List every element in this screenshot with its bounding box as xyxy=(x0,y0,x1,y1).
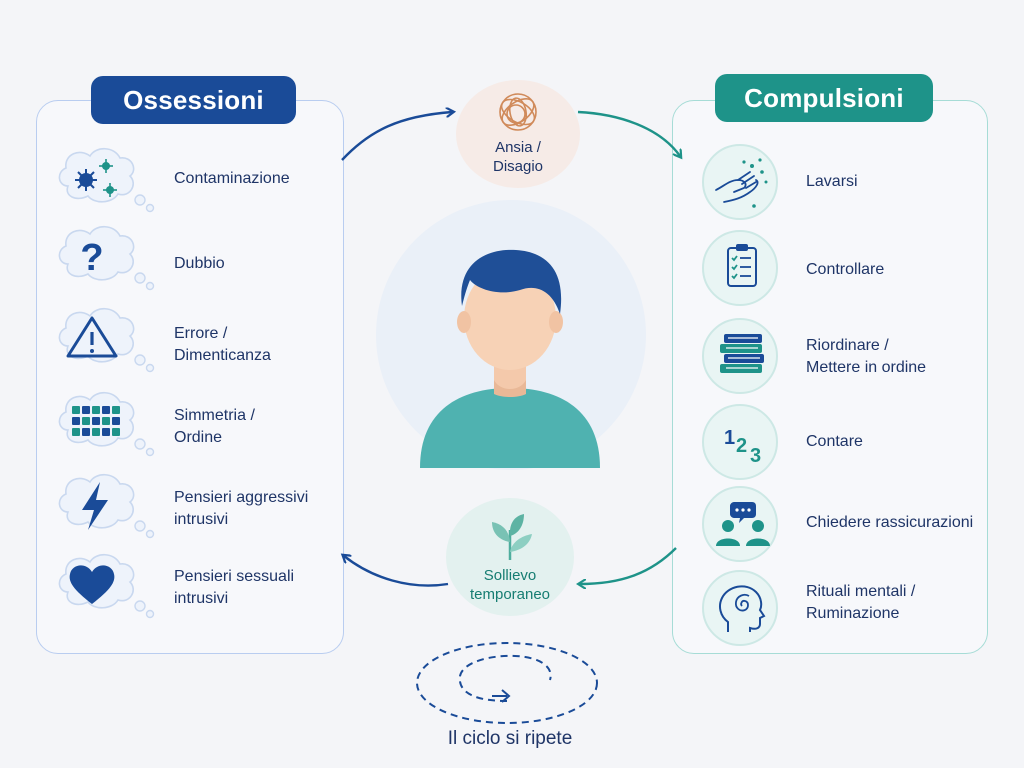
svg-text:?: ? xyxy=(80,237,103,279)
compulsion-label-rituals: Rituali mentali / Ruminazione xyxy=(806,583,916,622)
cycle-label: Il ciclo si ripete xyxy=(447,728,573,749)
lightning-icon xyxy=(58,473,155,539)
heart-icon xyxy=(58,553,155,619)
obsession-label-error: Errore / Dimenticanza xyxy=(174,325,271,364)
stacked-books-icon xyxy=(720,334,764,373)
anxiety-node: Ansia / Disagio xyxy=(456,80,580,188)
compulsion-icon-count: 1 2 3 xyxy=(702,404,778,480)
dashed-spiral-icon xyxy=(416,642,598,724)
obsession-label-contamination: Contaminazione xyxy=(174,170,290,187)
obsession-label-aggressive: Pensieri aggressivi intrusivi xyxy=(174,489,309,528)
obsession-label-symmetry: Simmetria / Ordine xyxy=(174,407,255,446)
compulsion-icon-order xyxy=(702,318,778,394)
compulsions-title: Compulsioni xyxy=(715,74,933,122)
arrow-anxiety-to-compulsions xyxy=(577,110,680,156)
grid-icon xyxy=(58,391,155,457)
obsession-label-doubt: Dubbio xyxy=(174,255,225,272)
compulsion-label-check: Controllare xyxy=(806,261,885,278)
anxiety-label: Ansia / Disagio xyxy=(492,139,544,175)
compulsion-icon-rituals xyxy=(702,570,778,646)
svg-text:1: 1 xyxy=(724,427,735,449)
relief-node: Sollievo temporaneo xyxy=(446,498,574,616)
hand-washing-icon xyxy=(715,158,768,208)
arrow-compulsions-to-relief xyxy=(580,547,677,584)
compulsion-label-count: Contare xyxy=(806,433,863,450)
question-mark-icon: ? xyxy=(58,225,155,291)
compulsion-label-order: Riordinare / Mettere in ordine xyxy=(806,337,927,376)
svg-text:3: 3 xyxy=(750,445,761,467)
compulsion-icon-check xyxy=(702,230,778,306)
sprout-icon xyxy=(492,514,532,560)
numbers-icon: 1 2 3 xyxy=(724,427,761,467)
arrow-relief-to-obsessions xyxy=(344,556,449,587)
head-spiral-icon xyxy=(719,585,766,632)
obsession-label-sexual: Pensieri sessuali intrusivi xyxy=(174,568,295,607)
obsessions-title: Ossessioni xyxy=(91,76,296,124)
relief-label: Sollievo temporaneo xyxy=(469,567,551,603)
svg-text:2: 2 xyxy=(736,435,747,457)
compulsion-label-reassure: Chiedere rassicurazioni xyxy=(806,514,974,531)
arrow-obsessions-to-anxiety xyxy=(341,112,452,161)
compulsion-icon-wash xyxy=(702,144,778,220)
compulsion-icon-reassure xyxy=(702,486,778,562)
tangled-knot-icon xyxy=(499,93,537,131)
people-chat-icon xyxy=(716,502,770,546)
compulsion-label-wash: Lavarsi xyxy=(806,173,858,190)
virus-icon xyxy=(58,147,155,213)
clipboard-checklist-icon xyxy=(727,244,757,287)
warning-triangle-icon xyxy=(58,307,155,373)
